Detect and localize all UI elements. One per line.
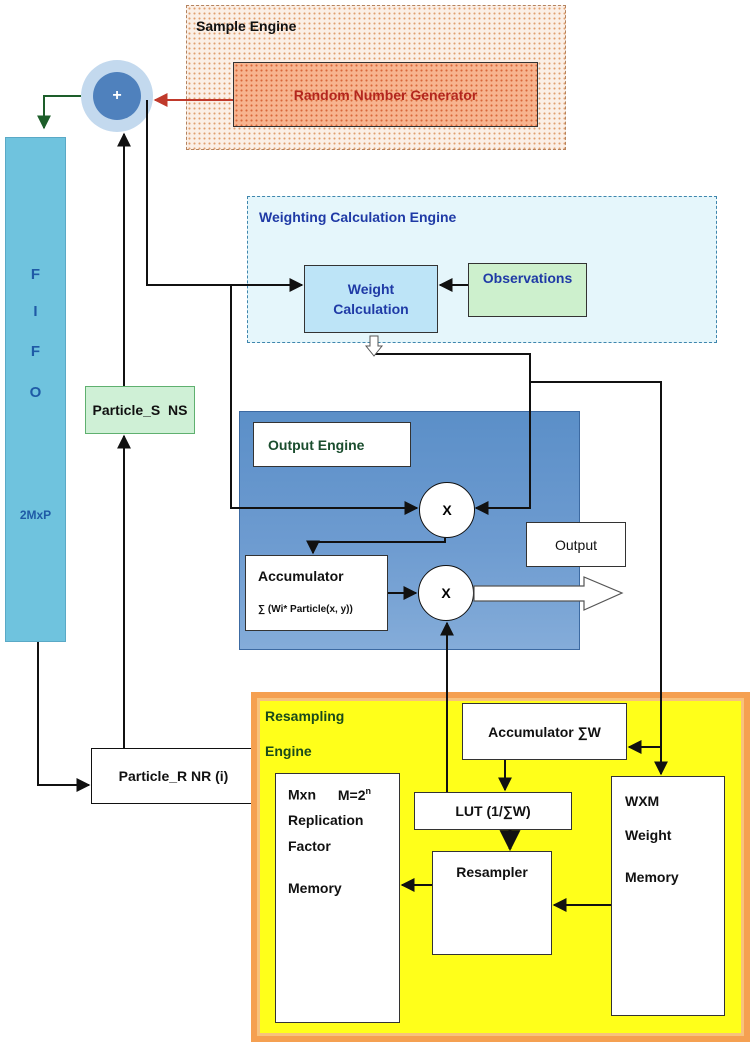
output-box: Output bbox=[526, 522, 626, 567]
fifo-letter-i: I bbox=[33, 303, 38, 320]
accumulator-formula: ∑ (Wi* Particle(x, y)) bbox=[258, 604, 353, 615]
output-label: Output bbox=[554, 536, 598, 553]
wire-fifo-to-particle-r bbox=[37, 642, 91, 792]
particle-rnr-label: Particle_R NR (i) bbox=[118, 768, 229, 784]
weight-calc-line1: Weight bbox=[347, 281, 395, 297]
particle-rnr-block: Particle_R NR (i) bbox=[91, 748, 256, 804]
accumulator-sum-w-label: Accumulator ∑W bbox=[488, 723, 601, 740]
particle-sns-block: Particle_S NS bbox=[85, 386, 195, 434]
output-engine-title-box: Output Engine bbox=[253, 422, 411, 467]
mxn-line4: Memory bbox=[288, 880, 342, 896]
fifo-letter-f2: F bbox=[30, 343, 41, 360]
particle-sns-label: Particle_S NS bbox=[92, 402, 188, 418]
wire-particle-to-multiplier bbox=[230, 285, 419, 515]
mxn-line1-b: M=2 bbox=[337, 786, 366, 803]
accumulator-sum-w-block: Accumulator ∑W bbox=[462, 703, 627, 760]
random-number-generator-block: Random Number Generator bbox=[233, 62, 538, 127]
resampler-block: Resampler bbox=[432, 851, 552, 955]
accumulator-title: Accumulator bbox=[258, 568, 344, 584]
lut-label: LUT (1/∑W) bbox=[455, 803, 531, 819]
mxn-line2: Replication bbox=[288, 812, 364, 828]
multiplier-node-bottom: X bbox=[418, 565, 474, 621]
mxn-line1-sup: n bbox=[365, 786, 372, 796]
lut-block: LUT (1/∑W) bbox=[414, 792, 572, 830]
output-engine-title: Output Engine bbox=[268, 436, 365, 453]
adder-symbol: + bbox=[112, 87, 122, 104]
weighting-engine-title: Weighting Calculation Engine bbox=[259, 209, 457, 225]
resampling-engine-title-line2: Engine bbox=[265, 743, 312, 759]
wire-adder-to-weight-calc bbox=[146, 100, 304, 292]
mxn-line1-a: Mxn bbox=[288, 786, 316, 803]
sample-engine-title: Sample Engine bbox=[196, 18, 297, 34]
wire-adder-to-fifo bbox=[37, 95, 81, 130]
resampling-engine-title-line1: Resampling bbox=[265, 708, 345, 724]
observations-label: Observations bbox=[482, 270, 573, 286]
multiplier-node-top: X bbox=[419, 482, 475, 538]
weight-calculation-block: Weight Calculation bbox=[304, 265, 438, 333]
multiplier-symbol-bottom: X bbox=[441, 585, 451, 601]
hollow-arrow-weight-down bbox=[364, 335, 384, 357]
fifo-letter-o: O bbox=[29, 384, 42, 401]
wxm-line1: WXM bbox=[625, 793, 660, 809]
wire-weight-to-wxm bbox=[530, 381, 668, 776]
wxm-line3: Memory bbox=[625, 869, 679, 885]
weight-memory-block: WXM Weight Memory bbox=[611, 776, 725, 1016]
observations-block: Observations bbox=[468, 263, 587, 317]
mxn-line1: Mxn M=2n bbox=[288, 786, 371, 803]
multiplier-symbol-top: X bbox=[442, 502, 452, 518]
wire-weight-out bbox=[374, 353, 531, 515]
accumulator-block: Accumulator ∑ (Wi* Particle(x, y)) bbox=[245, 555, 388, 631]
weight-calc-line2: Calculation bbox=[333, 301, 409, 317]
adder-node: + bbox=[93, 72, 141, 120]
wire-multiplier-to-accumulator bbox=[306, 538, 446, 555]
fifo-buffer: F I F O 2MxP bbox=[5, 137, 66, 642]
replication-factor-memory-block: Mxn M=2n Replication Factor Memory bbox=[275, 773, 400, 1023]
mxn-line3: Factor bbox=[288, 838, 331, 854]
wxm-line2: Weight bbox=[625, 827, 672, 843]
rng-label: Random Number Generator bbox=[293, 86, 478, 103]
fifo-letter-f1: F bbox=[30, 266, 41, 283]
output-hollow-arrow bbox=[473, 576, 624, 611]
resampler-label: Resampler bbox=[456, 864, 528, 880]
fifo-size: 2MxP bbox=[19, 508, 52, 522]
